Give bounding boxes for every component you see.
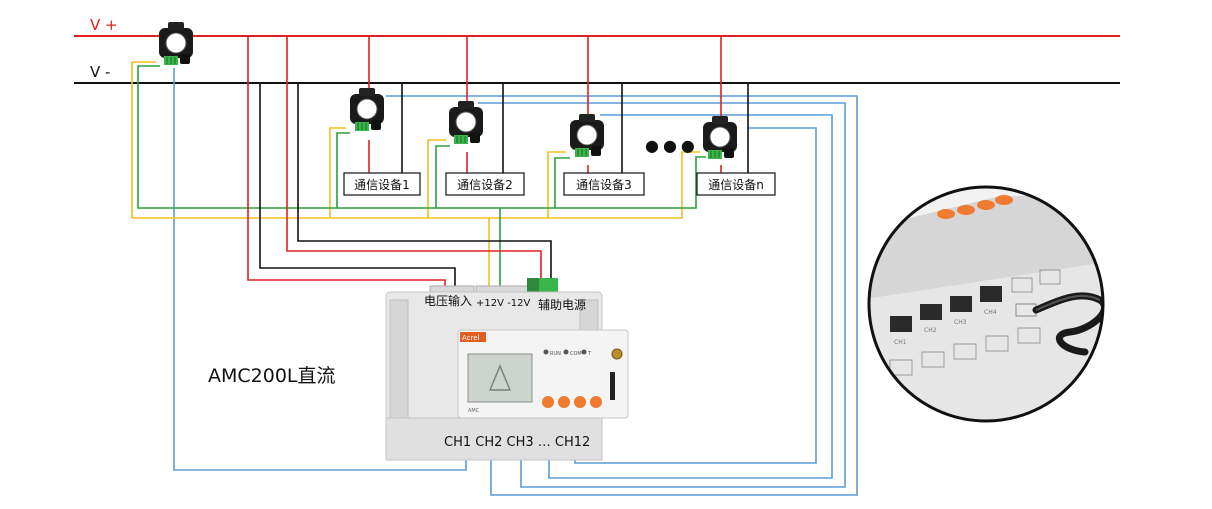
negative-rail-label: V - [90, 63, 110, 81]
indicator-com: COM [570, 351, 582, 357]
indicator-run: RUN [550, 351, 561, 357]
aux-power-label: 辅助电源 [538, 298, 586, 312]
device-label: 通信设备3 [576, 178, 632, 192]
antenna-icon [611, 348, 623, 360]
device-box: 通信设备2 [445, 172, 525, 196]
meter-button[interactable] [542, 396, 554, 408]
positive-wires [247, 36, 722, 290]
meter-device: Acrel RUN COM T AMC 电压输入 +12V -12V 辅助电源 … [385, 278, 629, 461]
card-slot [610, 372, 615, 400]
positive-rail-label: V + [90, 16, 118, 34]
meter-button[interactable] [558, 396, 570, 408]
channels-label: CH1 CH2 CH3 … CH12 [444, 435, 590, 450]
meter-model-label: AMC200L直流 [208, 365, 336, 387]
inset-port-label: CH1 [894, 339, 907, 346]
device-box: 通信设备3 [563, 172, 645, 196]
device-label: 通信设备1 [354, 178, 410, 192]
main-sensor-icon [158, 21, 194, 66]
inset-port-label: CH2 [924, 327, 937, 334]
signal-wires [131, 61, 700, 286]
meter-lcd [467, 353, 533, 403]
inset-port-label: CH3 [954, 319, 967, 326]
sensor-1-icon [349, 87, 385, 132]
inset-port-label: CH4 [984, 309, 997, 316]
indicator-t: T [587, 351, 592, 357]
device-label: 通信设备n [708, 178, 764, 192]
more-devices-ellipsis: ●●● [645, 136, 699, 155]
inset-magnified-view: CH1 CH2 CH3 CH4 [867, 185, 1105, 423]
sensor-2-icon [448, 100, 484, 145]
meter-brand: Acrel [462, 334, 480, 342]
negative-wires [259, 83, 749, 290]
channel-wires [173, 68, 858, 496]
meter-button[interactable] [574, 396, 586, 408]
voltage-input-label: 电压输入 [424, 293, 472, 308]
meter-button[interactable] [590, 396, 602, 408]
supply-voltage-label: +12V -12V [476, 298, 530, 309]
power-wires [137, 65, 706, 286]
sensor-3-icon [569, 113, 605, 158]
device-box: 通信设备n [696, 172, 776, 196]
device-box: 通信设备1 [343, 172, 421, 196]
sensor-n-icon [702, 115, 738, 160]
meter-front-mark: AMC [468, 408, 480, 414]
device-label: 通信设备2 [457, 178, 513, 192]
